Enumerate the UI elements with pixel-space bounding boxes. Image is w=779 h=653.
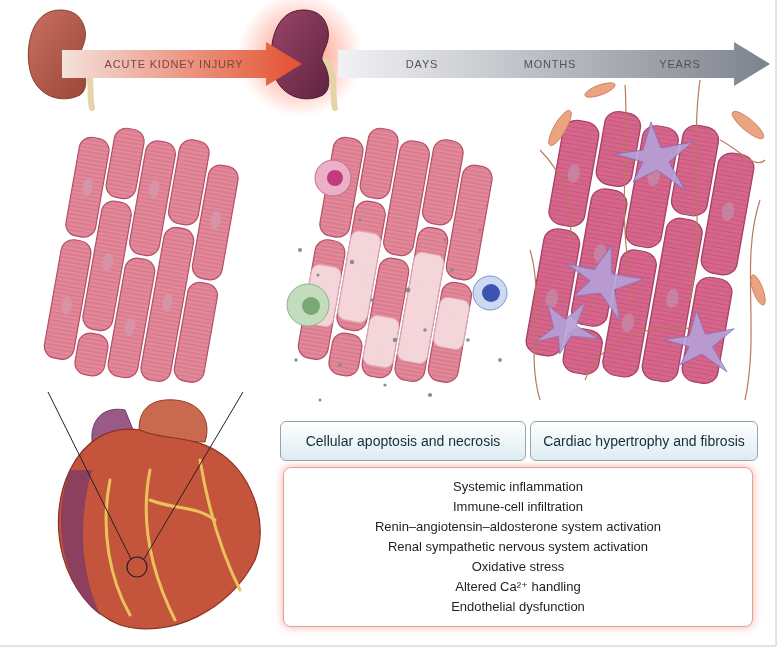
mechanism-item: Renal sympathetic nervous system activat… (388, 537, 648, 557)
timeline-label: ACUTE KIDNEY INJURY (105, 57, 244, 71)
timeline-label: DAYS (406, 57, 438, 71)
timeline-arrow: ACUTE KIDNEY INJURY (62, 42, 302, 86)
stage-box: Cellular apoptosis and necrosis (280, 421, 526, 461)
timeline-arrow: DAYS MONTHS YEARS (338, 42, 770, 86)
stage-label: Cardiac hypertrophy and fibrosis (543, 433, 745, 449)
mechanism-item: Oxidative stress (472, 557, 564, 577)
stage-label: Cellular apoptosis and necrosis (306, 433, 501, 449)
mechanism-item: Systemic inflammation (453, 477, 583, 497)
stage-box: Cardiac hypertrophy and fibrosis (530, 421, 758, 461)
mechanism-item: Renin–angiotensin–aldosterone system act… (375, 517, 661, 537)
mechanism-item: Endothelial dysfunction (451, 597, 585, 617)
mechanism-list-box: Systemic inflammationImmune-cell infiltr… (283, 467, 753, 627)
timeline-label: MONTHS (524, 57, 576, 71)
timeline-label: YEARS (659, 57, 700, 71)
mechanism-item: Immune-cell infiltration (453, 497, 583, 517)
mechanism-item: Altered Ca²⁺ handling (455, 577, 580, 597)
